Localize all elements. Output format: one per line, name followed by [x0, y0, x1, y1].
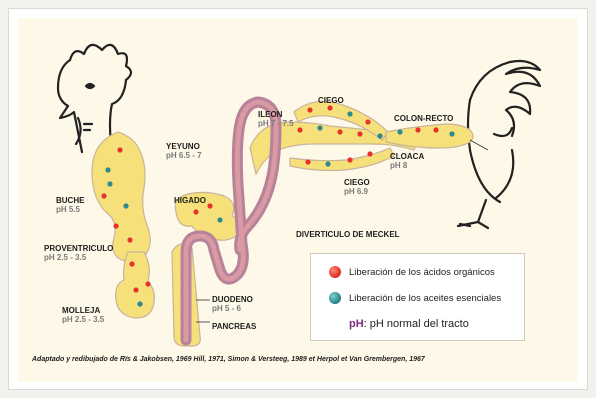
acid-release-dot [101, 193, 106, 198]
legend-item-acids: Liberación de los ácidos orgánicos [329, 266, 495, 278]
acid-release-dot [347, 157, 352, 162]
acid-release-dot [129, 261, 134, 266]
acid-release-dot [145, 281, 150, 286]
rooster-tail-icon [458, 61, 540, 228]
colon-shape [386, 124, 473, 148]
label-diverticulo: DIVERTICULO DE MECKEL [296, 230, 400, 239]
source-caption: Adaptado y redibujado de Rïs & Jakobsen,… [32, 356, 425, 363]
acid-release-dot [193, 209, 198, 214]
acid-release-dot [367, 151, 372, 156]
red-dot-icon [329, 266, 341, 278]
legend-box: Liberación de los ácidos orgánicos Liber… [310, 253, 525, 341]
oil-release-dot [123, 203, 128, 208]
oil-release-dot [217, 217, 222, 222]
label-pancreas: PANCREAS [212, 322, 256, 331]
oil-release-dot [449, 131, 454, 136]
acid-release-dot [433, 127, 438, 132]
teal-dot-icon [329, 292, 341, 304]
oil-release-dot [397, 129, 402, 134]
oil-release-dot [137, 301, 142, 306]
acid-release-dot [113, 223, 118, 228]
label-ciego-top: CIEGO [318, 96, 344, 105]
oil-release-dot [325, 161, 330, 166]
label-colon-recto: COLON-RECTO [394, 114, 453, 123]
legend-item-ph: pH: pH normal del tracto [349, 318, 469, 330]
oil-release-dot [317, 125, 322, 130]
acid-release-dot [337, 129, 342, 134]
acid-release-dot [307, 107, 312, 112]
acid-release-dot [297, 127, 302, 132]
oil-release-dot [377, 133, 382, 138]
acid-release-dot [117, 147, 122, 152]
acid-release-dot [133, 287, 138, 292]
acid-release-dot [207, 203, 212, 208]
oil-release-dot [347, 111, 352, 116]
acid-release-dot [127, 237, 132, 242]
acid-release-dot [365, 119, 370, 124]
legend-item-oils: Liberación de los aceites esenciales [329, 292, 501, 304]
label-higado: HIGADO [174, 196, 206, 205]
acid-release-dot [305, 159, 310, 164]
acid-release-dot [415, 127, 420, 132]
ciego-bottom-shape [290, 148, 394, 171]
acid-release-dot [357, 131, 362, 136]
acid-release-dot [327, 105, 332, 110]
oil-release-dot [105, 167, 110, 172]
oil-release-dot [107, 181, 112, 186]
